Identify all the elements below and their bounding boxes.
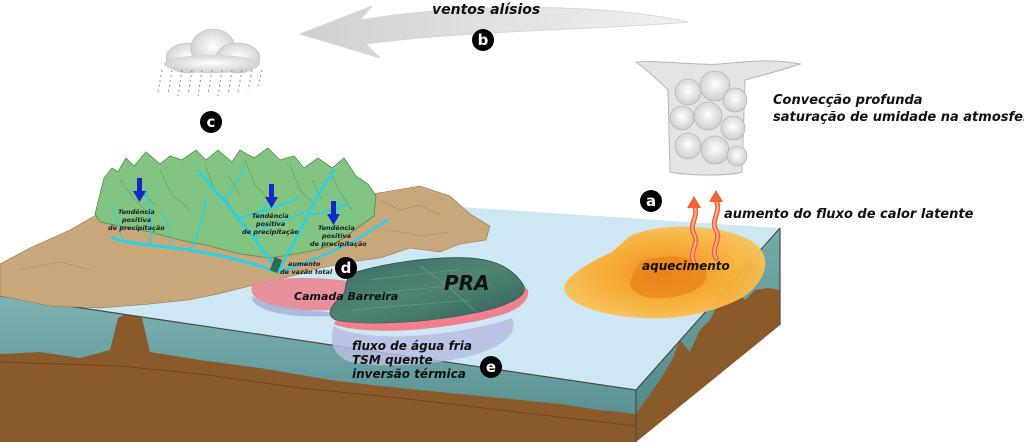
thermal-inversion-label: inversão térmica [352,367,466,381]
precip-trend-2-line1: Tendência [252,212,289,220]
precip-trend-2-line2: positiva [255,220,285,228]
heating-label: aquecimento [642,259,730,273]
pra-label: PRA [444,271,490,295]
badge-a: a [640,190,662,212]
svg-text:e: e [486,358,496,376]
rain-cloud-icon [158,29,262,96]
trade-winds-label: ventos alísios [432,2,540,18]
precip-trend-1-line1: Tendência [118,208,155,216]
convection-label-line1: Convecção profunda [773,93,923,108]
badge-e: e [480,356,502,378]
cold-flux-label: fluxo de água fria [352,339,472,353]
badge-d: d [335,257,357,279]
precip-trend-3-line2: positiva [321,232,351,240]
precip-trend-3-line1: Tendência [318,224,355,232]
svg-text:c: c [207,113,216,131]
svg-text:d: d [341,259,352,277]
svg-text:b: b [478,31,489,49]
precip-trend-3-line3: de precipitação [310,240,367,248]
sst-warm-label: TSM quente [352,353,433,367]
precip-trend-1-line2: positiva [121,216,151,224]
convection-label-line2: saturação de umidade na atmosfera [773,110,1024,125]
precip-trend-1-line3: de precipitação [108,224,165,232]
barrier-layer-label: Camada Barreira [294,290,398,303]
discharge-label-line1: aumento [288,260,321,268]
badge-c: c [200,111,222,133]
svg-text:a: a [646,192,656,210]
badge-b: b [472,29,494,51]
latent-heat-label: aumento do fluxo de calor latente [724,207,974,222]
precip-trend-2-line3: de precipitação [242,228,299,236]
discharge-label-line2: de vazão total [280,268,333,276]
